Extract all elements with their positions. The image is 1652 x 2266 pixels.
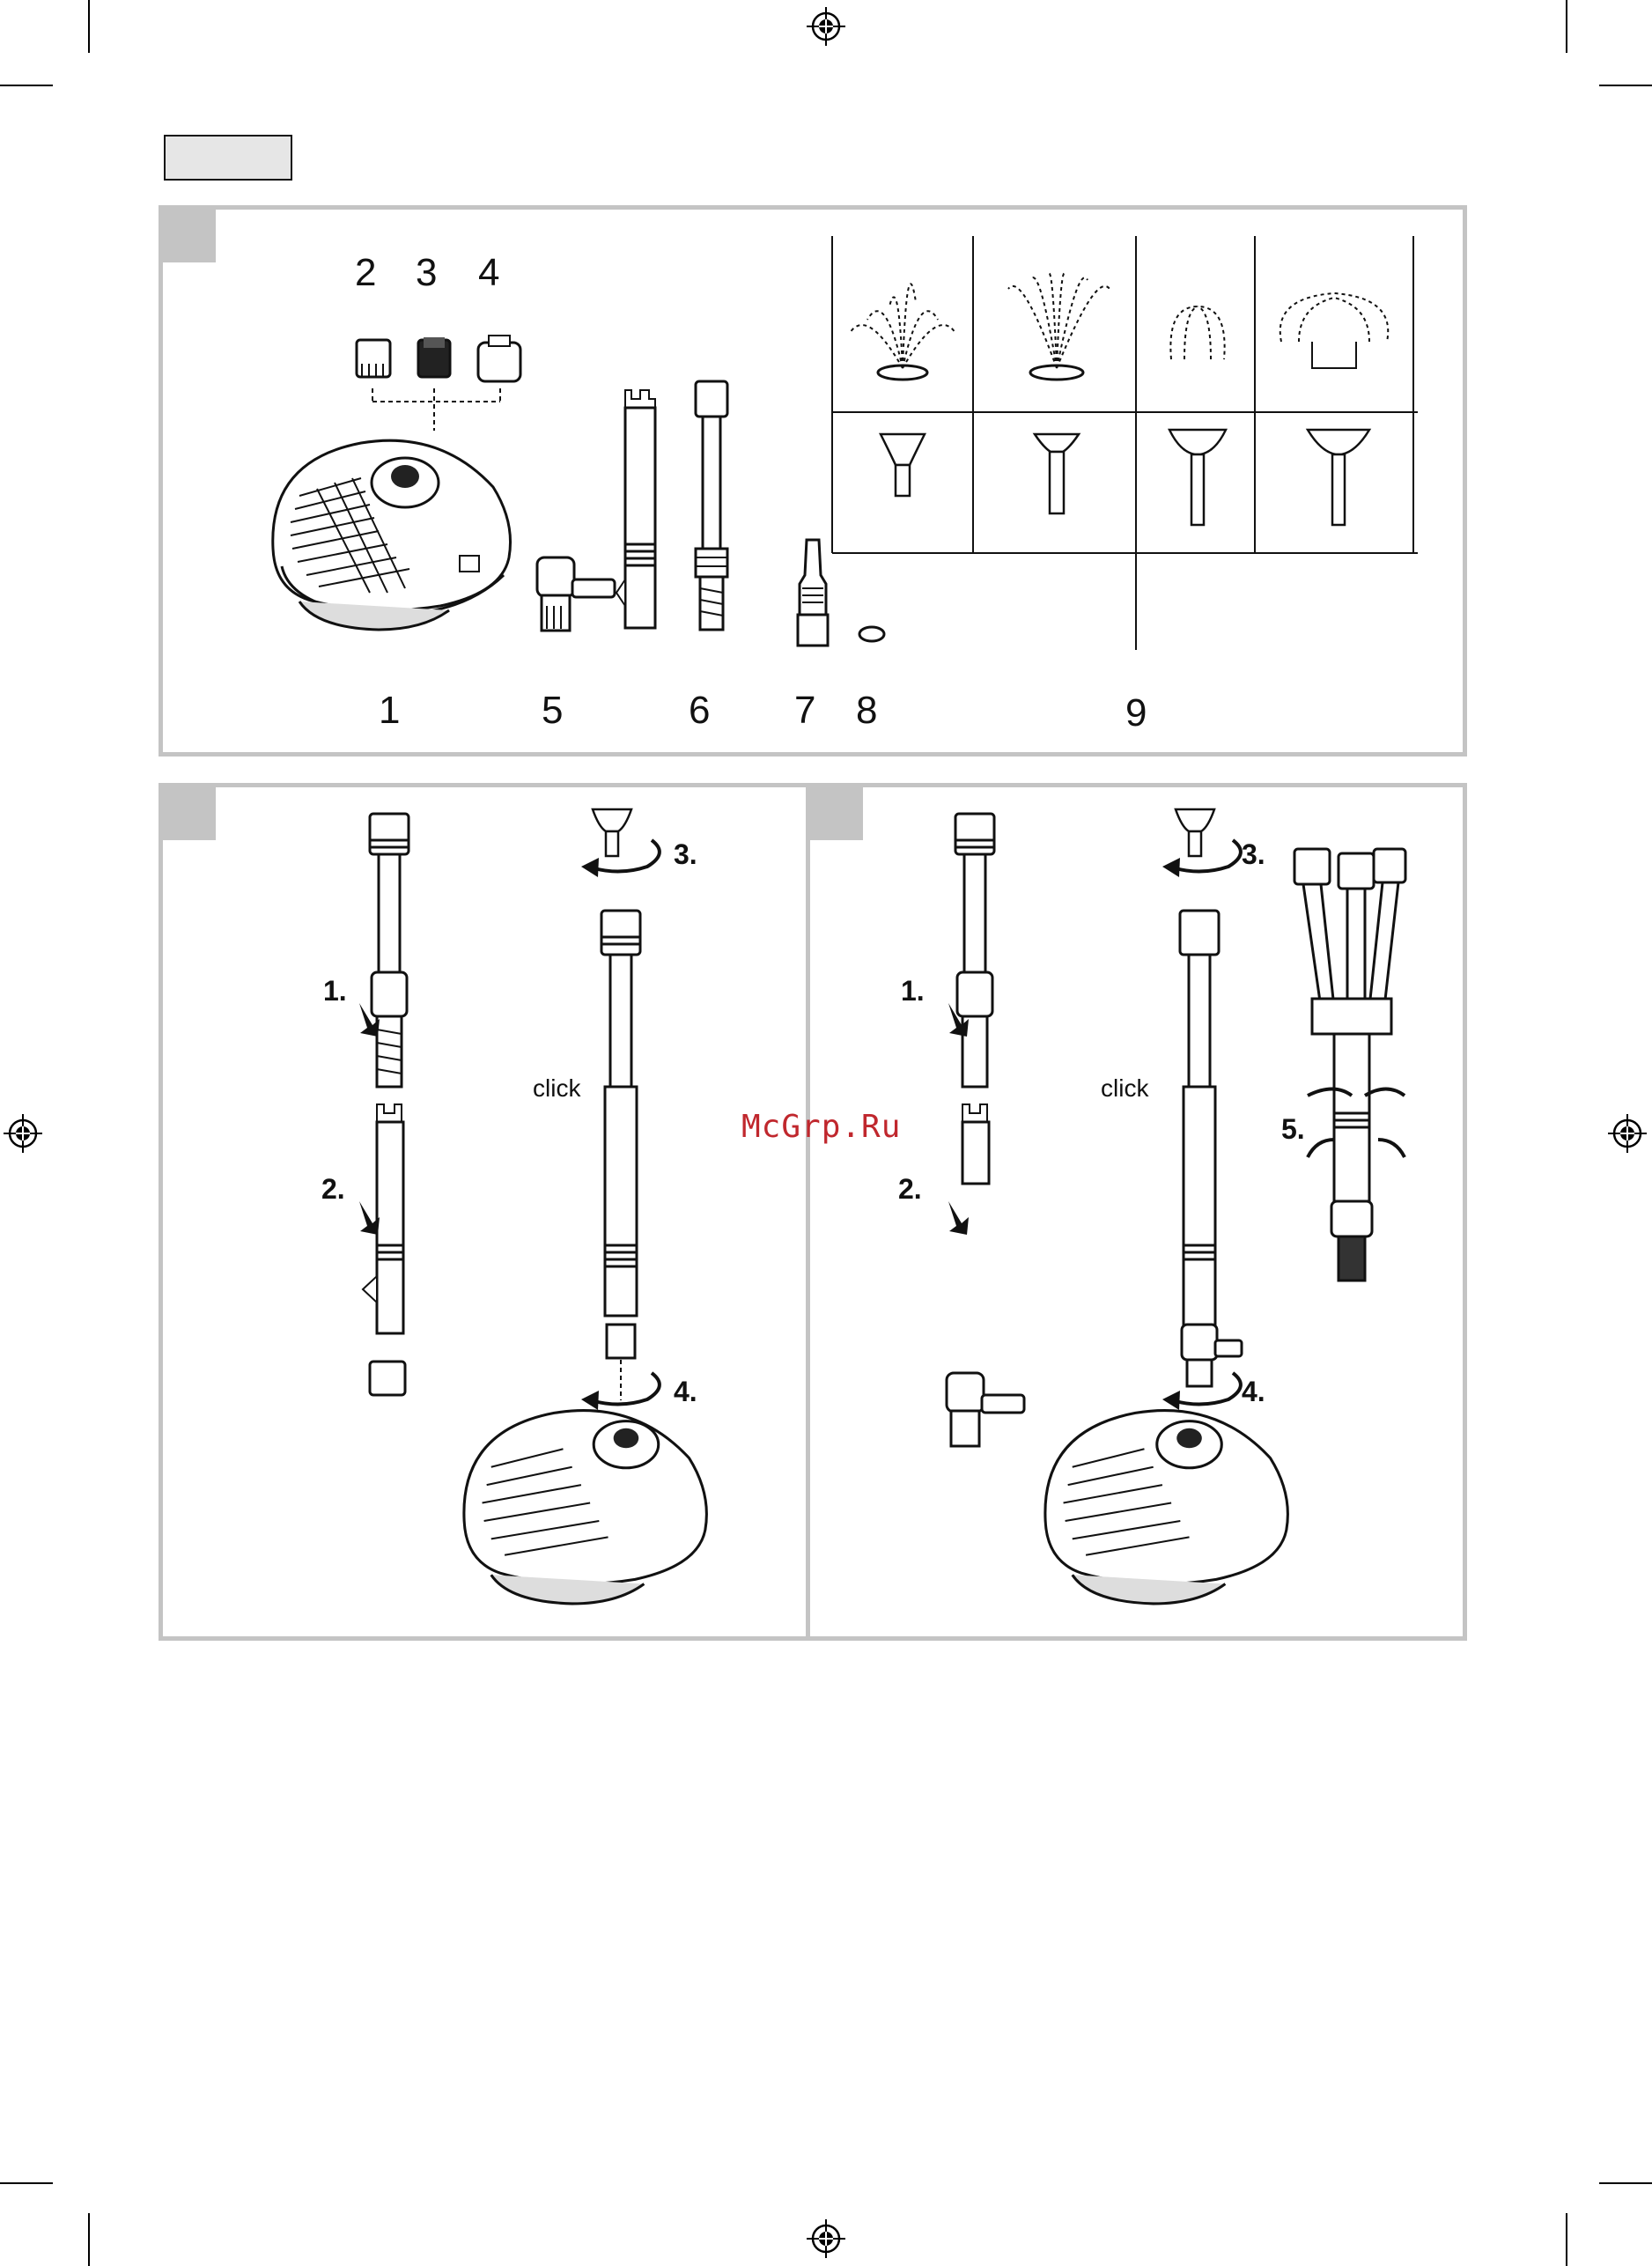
nozzle-table bbox=[832, 236, 1418, 553]
part-number-6: 6 bbox=[689, 691, 710, 730]
adapter-icon bbox=[355, 336, 531, 432]
part-number-1: 1 bbox=[379, 691, 400, 730]
hose-connector-icon bbox=[791, 540, 835, 654]
pump-icon bbox=[1035, 1395, 1299, 1606]
click-label: click bbox=[533, 1076, 580, 1101]
valve-icon bbox=[533, 553, 621, 650]
crop-mark bbox=[88, 2213, 90, 2266]
step-label-2: 2. bbox=[321, 1175, 345, 1203]
registration-mark-icon bbox=[4, 1114, 42, 1153]
rotate-arrow-icon bbox=[1158, 1364, 1255, 1417]
crop-mark bbox=[88, 0, 90, 53]
figure-c-corner-tab bbox=[810, 787, 863, 840]
click-label: click bbox=[1101, 1076, 1148, 1101]
valve-icon bbox=[942, 1369, 1030, 1465]
crop-mark bbox=[1599, 85, 1652, 86]
step-label-4: 4. bbox=[1242, 1377, 1265, 1406]
nozzle-icon bbox=[881, 430, 1369, 525]
figure-b-corner-tab bbox=[163, 787, 216, 840]
down-arrow-icon bbox=[944, 1003, 970, 1038]
step-label-3: 3. bbox=[1242, 840, 1265, 868]
down-arrow-icon bbox=[355, 1003, 381, 1038]
part-number-9: 9 bbox=[1125, 694, 1147, 733]
part-number-2: 2 bbox=[355, 254, 376, 292]
tube-icon bbox=[612, 381, 735, 681]
tube-icon bbox=[361, 814, 423, 1395]
step-label-4: 4. bbox=[674, 1377, 697, 1406]
rotate-arrow-icon bbox=[1158, 831, 1255, 884]
tube-icon bbox=[947, 814, 1008, 1184]
figure-a-parts-overview: 2 3 4 1 5 6 7 8 9 bbox=[159, 205, 1467, 757]
registration-mark-icon bbox=[1608, 1114, 1647, 1153]
part-number-4: 4 bbox=[478, 254, 499, 292]
part-number-7: 7 bbox=[794, 691, 815, 730]
rotate-arrow-icon bbox=[577, 831, 674, 884]
step-label-2: 2. bbox=[898, 1175, 922, 1203]
crop-mark bbox=[1566, 2213, 1567, 2266]
crop-mark bbox=[0, 2182, 53, 2184]
figure-c-assembly: 1. 2. 3. 4. 5. click bbox=[806, 783, 1467, 1641]
registration-mark-icon bbox=[807, 2219, 845, 2258]
registration-mark-icon bbox=[807, 7, 845, 46]
page-label-box bbox=[164, 135, 292, 181]
tube-icon bbox=[594, 911, 647, 1404]
step-label-3: 3. bbox=[674, 840, 697, 868]
part-number-5: 5 bbox=[542, 691, 563, 730]
part-number-8: 8 bbox=[856, 691, 877, 730]
rotate-arrow-icon bbox=[1299, 1078, 1413, 1175]
crop-mark bbox=[1566, 0, 1567, 53]
pump-icon bbox=[454, 1395, 718, 1606]
step-label-5: 5. bbox=[1281, 1115, 1305, 1143]
triple-tube-icon bbox=[1286, 849, 1418, 1289]
rotate-arrow-icon bbox=[577, 1364, 674, 1417]
fountain-spray-icon bbox=[850, 273, 1388, 368]
down-arrow-icon bbox=[944, 1201, 970, 1236]
step-label-1: 1. bbox=[323, 977, 347, 1005]
figure-a-corner-tab bbox=[163, 210, 216, 262]
pump-icon bbox=[264, 425, 520, 632]
down-arrow-icon bbox=[355, 1201, 381, 1236]
part-number-3: 3 bbox=[416, 254, 437, 292]
crop-mark bbox=[0, 85, 53, 86]
crop-mark bbox=[1599, 2182, 1652, 2184]
tube-icon bbox=[1173, 911, 1252, 1404]
watermark: McGrp.Ru bbox=[741, 1111, 901, 1143]
o-ring-icon bbox=[856, 624, 888, 645]
step-label-1: 1. bbox=[901, 977, 925, 1005]
figure-b-assembly: 1. 2. 3. 4. click bbox=[159, 783, 810, 1641]
